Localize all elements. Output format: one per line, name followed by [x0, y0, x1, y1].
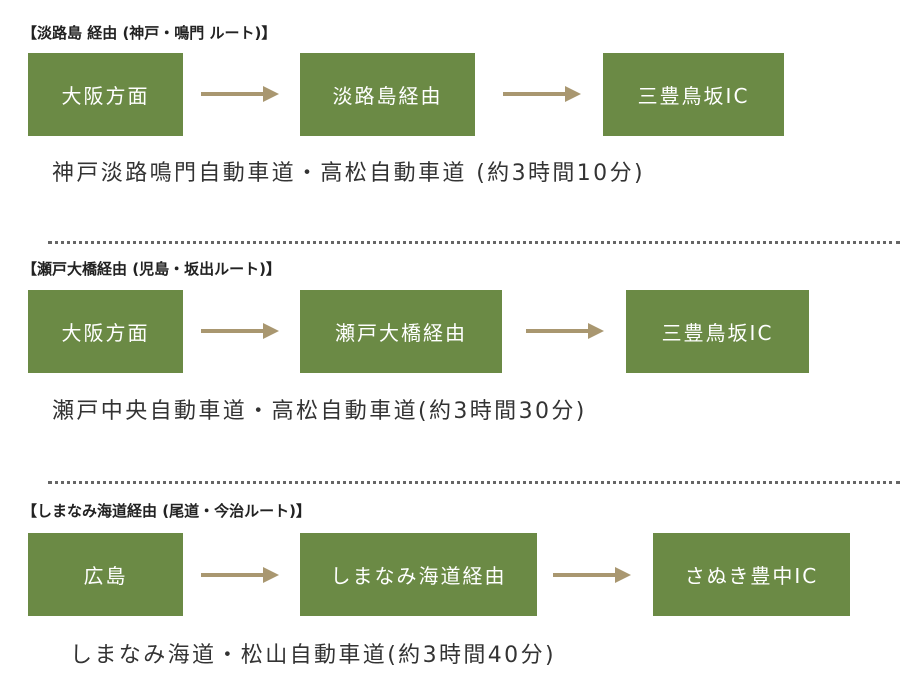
- route-heading: 【淡路島 経由 (神戸・鳴門 ルート)】: [22, 24, 277, 42]
- route-heading: 【瀬戸大橋経由 (児島・坂出ルート)】: [22, 260, 281, 278]
- route-description: 神戸淡路鳴門自動車道・高松自動車道 (約3時間10分): [52, 161, 645, 186]
- route-heading: 【しまなみ海道経由 (尾道・今治ルート)】: [22, 502, 311, 520]
- route-step-via: 瀬戸大橋経由: [300, 290, 502, 373]
- route-step-destination: 三豊鳥坂IC: [626, 290, 809, 373]
- route-step-destination: 三豊鳥坂IC: [603, 53, 784, 136]
- route-step-via: 淡路島経由: [300, 53, 475, 136]
- arrow-right-icon: [553, 567, 631, 583]
- route-description: 瀬戸中央自動車道・高松自動車道(約3時間30分): [52, 399, 587, 424]
- divider: [48, 481, 900, 484]
- arrow-right-icon: [201, 323, 279, 339]
- route-step-origin: 広島: [28, 533, 183, 616]
- arrow-right-icon: [201, 86, 279, 102]
- arrow-right-icon: [503, 86, 581, 102]
- route-step-via: しまなみ海道経由: [300, 533, 537, 616]
- route-step-origin: 大阪方面: [28, 290, 183, 373]
- arrow-right-icon: [526, 323, 604, 339]
- arrow-right-icon: [201, 567, 279, 583]
- route-step-destination: さぬき豊中IC: [653, 533, 850, 616]
- route-step-origin: 大阪方面: [28, 53, 183, 136]
- route-description: しまなみ海道・松山自動車道(約3時間40分): [70, 643, 556, 668]
- divider: [48, 241, 900, 244]
